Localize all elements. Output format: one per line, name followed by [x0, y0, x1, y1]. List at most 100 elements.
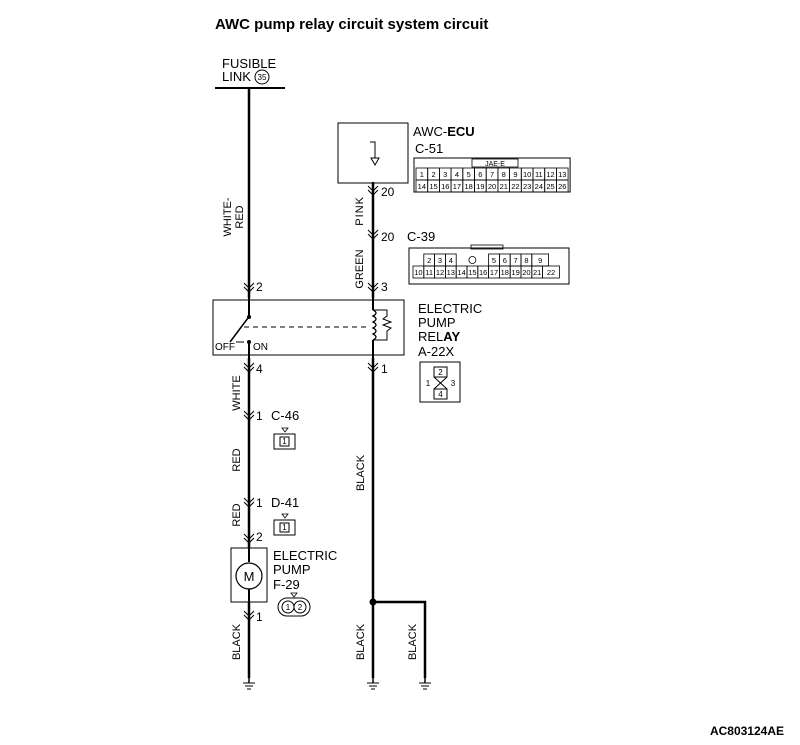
- fusible-link-number: 35: [258, 73, 267, 82]
- ecu-connector-pin: 14: [418, 182, 426, 191]
- relay-label-line2: PUMP: [418, 315, 456, 330]
- relay-label-line1: ELECTRIC: [418, 301, 482, 316]
- wire-label-white-red: WHITE-RED: [222, 197, 246, 236]
- ecu-connector-pin: 2: [431, 170, 435, 179]
- ecu-connector-pin: 26: [558, 182, 566, 191]
- ecu-connector-pin: 18: [464, 182, 472, 191]
- relay-pin-2-number: 2: [256, 280, 263, 294]
- ecu-connector-code: JAE-E: [485, 161, 505, 168]
- c39-connector-pin: 6: [503, 256, 507, 265]
- ecu-connector-pin: 17: [453, 182, 461, 191]
- fusible-link-label-line2: LINK: [222, 69, 251, 84]
- relay-pin-1-number: 1: [381, 362, 388, 376]
- c46-pin-number: 1: [256, 409, 263, 423]
- ground-symbols: [243, 678, 431, 690]
- diagram-title: AWC pump relay circuit system circuit: [215, 16, 489, 33]
- ground-icon: [367, 678, 379, 690]
- d41-face-pin: 1: [282, 523, 287, 532]
- c39-connector-pin: 9: [538, 256, 542, 265]
- d41-face: [273, 519, 296, 536]
- relay-state-on: ON: [253, 342, 268, 353]
- pump-face-pin-1: 1: [286, 603, 291, 612]
- pump-label-line1: ELECTRIC: [273, 548, 337, 563]
- ecu-connector-cell: [556, 179, 569, 193]
- pump-connector-label: F-29: [273, 577, 300, 592]
- document-id: AC803124AE: [709, 724, 784, 738]
- ecu-connector-pin: 10: [523, 170, 531, 179]
- relay-pin-a: 2: [438, 368, 443, 377]
- pump-label-line2: PUMP: [273, 562, 311, 577]
- c39-connector-pin: 17: [490, 268, 498, 277]
- c39-connector-pin: 5: [492, 256, 496, 265]
- ground-junction-dot: [369, 598, 377, 606]
- relay-pin-d: 4: [438, 390, 443, 399]
- c39-connector-pin: 3: [438, 256, 442, 265]
- relay-pin-c: 3: [451, 379, 456, 388]
- connector-d41: D-41 1: [271, 495, 299, 536]
- ecu-connector-pin: 4: [455, 170, 459, 179]
- pump-face-pin-2: 2: [298, 603, 303, 612]
- ecu-connector-pin: 5: [467, 170, 471, 179]
- relay-connector-face: [419, 361, 461, 403]
- c39-connector-pin: 12: [436, 268, 444, 277]
- c39-connector-cell: [542, 265, 560, 279]
- ecu-connector-pin: 20: [488, 182, 496, 191]
- c39-label: C-39: [407, 229, 435, 244]
- ecu-connector-pin: 25: [546, 182, 554, 191]
- wire-label-white: WHITE: [231, 375, 243, 410]
- c46-face-pin: 1: [282, 437, 287, 446]
- wire-label-black-pump: BLACK: [231, 623, 243, 660]
- c39-connector-pin: 14: [457, 268, 465, 277]
- ecu-connector-pin: 21: [500, 182, 508, 191]
- electric-pump: M ELECTRIC PUMP F-29 1 2: [230, 547, 337, 617]
- wire-label-red-1: RED: [231, 448, 243, 471]
- c39-connector-pin: 22: [547, 268, 555, 277]
- ecu-box: [337, 122, 409, 184]
- c39-connector-pin: 18: [501, 268, 509, 277]
- d41-label: D-41: [271, 495, 299, 510]
- wire-label-black-relay: BLACK: [355, 454, 367, 491]
- c39-connector-pin: 16: [479, 268, 487, 277]
- relay-switch-arm: [229, 317, 249, 343]
- c39-connector-pin: 11: [425, 268, 433, 277]
- relay-coil: [371, 309, 377, 341]
- c46-label: C-46: [271, 408, 299, 423]
- electric-pump-relay: OFF ON ELECTRIC PUMP RELAY A-22X 2 1 3 4: [212, 298, 482, 403]
- c46-face: [273, 433, 296, 450]
- c39-connector-pin: 4: [449, 256, 453, 265]
- ecu-connector-pin: 19: [476, 182, 484, 191]
- c39-connector-pin: 21: [533, 268, 541, 277]
- ground-icon: [243, 678, 255, 690]
- c39-connector-pin: 15: [468, 268, 476, 277]
- relay-pin-b: 1: [426, 379, 431, 388]
- ecu-signal-icon: [370, 141, 376, 158]
- c39-pin-number: 20: [381, 230, 395, 244]
- ecu-pin-number: 20: [381, 185, 395, 199]
- c39-connector-pin: 2: [427, 256, 431, 265]
- pump-pin-2-number: 2: [256, 530, 263, 544]
- pump-connector-face: [277, 597, 311, 617]
- c39-connector-pin: 19: [511, 268, 519, 277]
- right-wire-segments: [371, 182, 427, 678]
- relay-resistor: [373, 309, 393, 341]
- awc-ecu: AWC-ECU C-51: [337, 122, 475, 184]
- relay-state-off: OFF: [215, 342, 235, 353]
- ecu-connector-pin: 8: [502, 170, 506, 179]
- ecu-connector-pin: 22: [511, 182, 519, 191]
- ecu-connector-pin: 3: [443, 170, 447, 179]
- ecu-connector-pin: 6: [478, 170, 482, 179]
- connector-c46: C-46 1: [271, 408, 299, 450]
- ecu-connector-pin: 13: [558, 170, 566, 179]
- ecu-connector-pin: 24: [535, 182, 543, 191]
- c39-connector-pin: 8: [524, 256, 528, 265]
- relay-label-line3: RELAY: [418, 329, 460, 344]
- fusible-link-number-circle: [254, 69, 270, 85]
- ecu-connector-pin: 16: [441, 182, 449, 191]
- ecu-connector-pin: 12: [546, 170, 554, 179]
- motor-symbol: M: [244, 569, 255, 584]
- d41-pin-number: 1: [256, 496, 263, 510]
